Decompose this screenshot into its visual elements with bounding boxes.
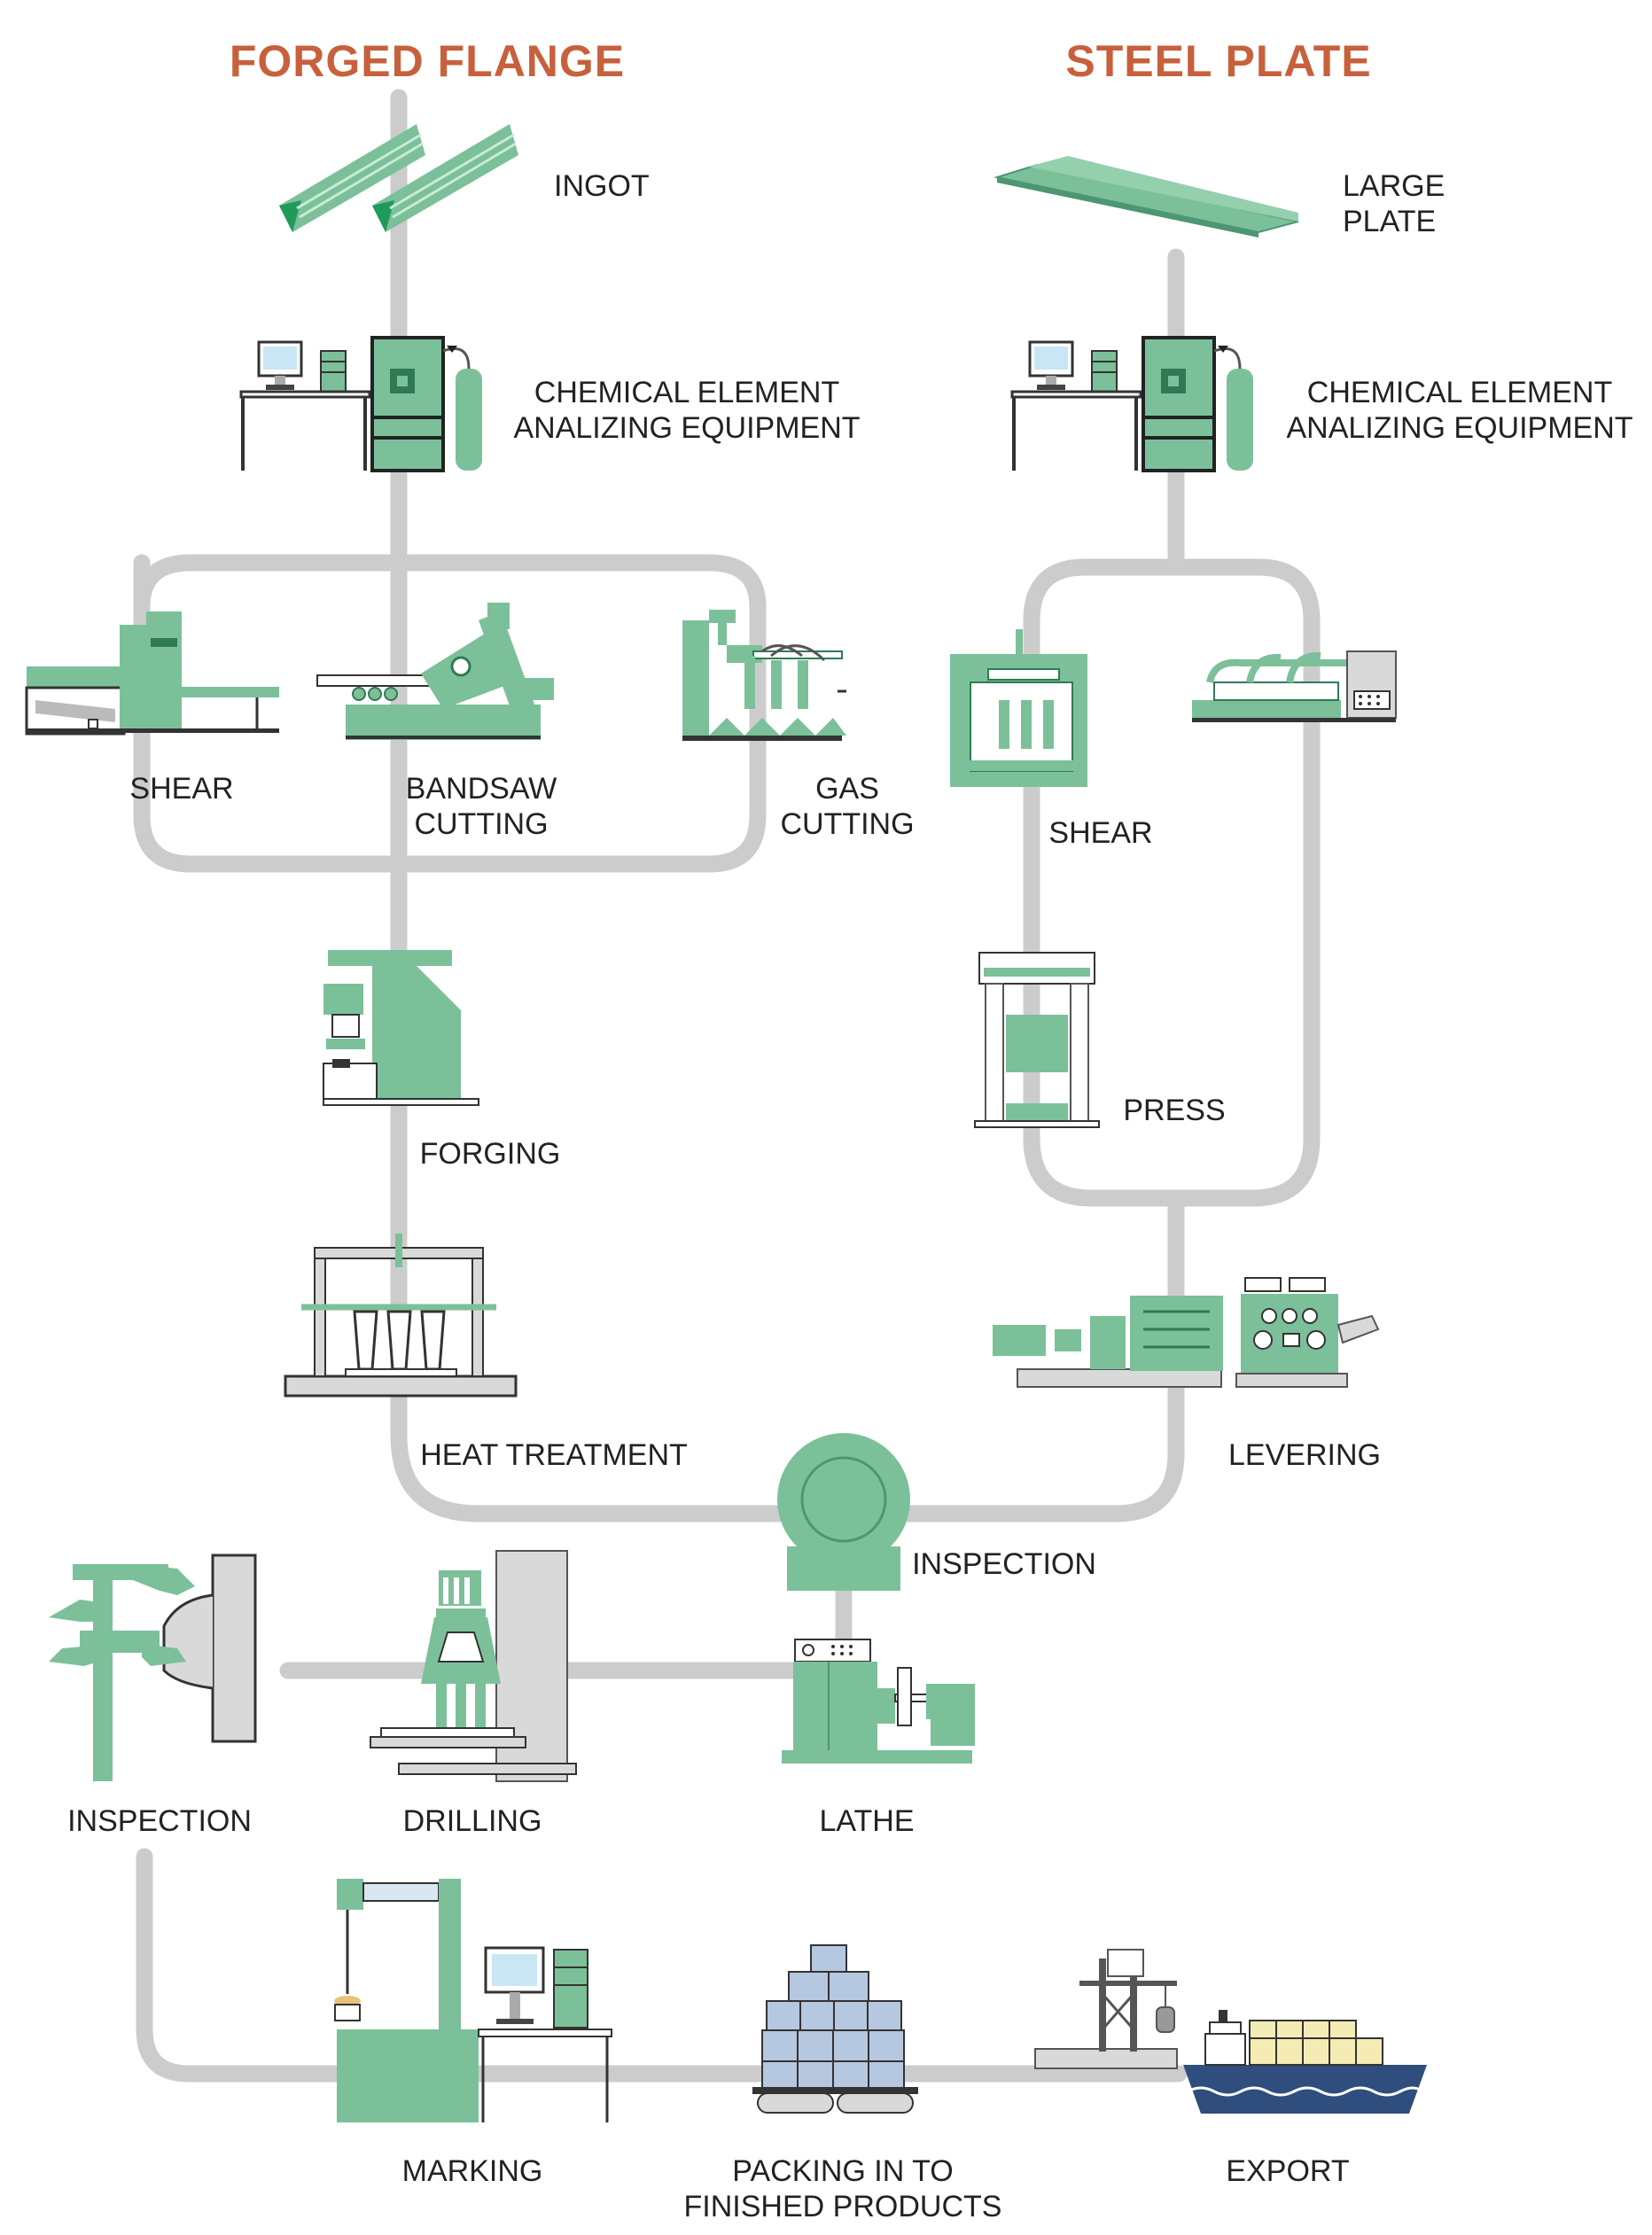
cargo-ship-icon (1183, 2010, 1427, 2114)
caliper-inspection-icon (49, 1554, 257, 1781)
chemical-analyzer-icon (239, 336, 484, 472)
forged-flange-title: FORGED FLANGE (229, 36, 626, 86)
large-plate-label: LARGE PLATE (1343, 168, 1445, 239)
heat-treatment-furnace-icon (284, 1234, 518, 1398)
large-plate-label-line1: LARGE (1343, 169, 1446, 203)
bandsaw-label: BANDSAW CUTTING (406, 771, 557, 842)
shear-machine-icon (25, 611, 279, 736)
heat-treatment-label: HEAT TREATMENT (420, 1438, 688, 1472)
bandsaw-line2: CUTTING (414, 807, 549, 841)
plate-cutter-icon (1192, 650, 1397, 722)
forging-press-icon (323, 950, 479, 1106)
export-label: EXPORT (1226, 2154, 1350, 2188)
cutting-loop (133, 554, 767, 873)
gas-line1: GAS (815, 772, 879, 806)
inspection-left-label: INSPECTION (67, 1804, 252, 1838)
bandsaw-line1: BANDSAW (405, 772, 557, 806)
steel-plate-title: STEEL PLATE (1065, 36, 1372, 86)
marking-label: MARKING (401, 2154, 543, 2188)
ingot-label: INGOT (554, 169, 650, 203)
plate-loop (1023, 558, 1321, 1207)
chem-right-line1: CHEMICAL ELEMENT (1306, 376, 1613, 409)
chem-analyzer-left-label: CHEMICAL ELEMENT ANALIZING EQUIPMENT (513, 375, 860, 446)
levering-label: LEVERING (1228, 1438, 1381, 1472)
drilling-label: DRILLING (402, 1804, 542, 1838)
plate-shear-icon (950, 629, 1087, 787)
packing-line (136, 1848, 1188, 2083)
large-plate-icon (994, 156, 1299, 238)
packing-line1: PACKING IN TO (732, 2154, 954, 2188)
inspection-center-label: INSPECTION (912, 1547, 1096, 1581)
lathe-icon (782, 1639, 975, 1764)
drilling-machine-icon (370, 1550, 577, 1782)
lathe-label: LATHE (819, 1804, 915, 1838)
packing-crates-icon (752, 1944, 918, 2114)
levering-machine-icon (993, 1277, 1380, 1388)
gas-line2: CUTTING (780, 807, 915, 841)
inspection-disc-icon (777, 1433, 910, 1591)
flange-bottom-curve (390, 1427, 789, 1522)
marking-machine-icon (334, 1879, 612, 2122)
shear-left-label: SHEAR (129, 772, 234, 806)
press-label: PRESS (1123, 1094, 1226, 1127)
forging-label: FORGING (419, 1137, 561, 1171)
shear-right-label: SHEAR (1048, 816, 1153, 850)
packing-label: PACKING IN TO FINISHED PRODUCTS (684, 2153, 1002, 2224)
chem-left-line2: ANALIZING EQUIPMENT (513, 411, 861, 445)
plate-bottom-curve (895, 1445, 1185, 1522)
bandsaw-icon (316, 603, 554, 740)
crane-icon (1034, 1949, 1178, 2069)
ingot-icon (279, 124, 518, 232)
large-plate-label-line2: PLATE (1343, 205, 1437, 238)
packing-line2: FINISHED PRODUCTS (683, 2190, 1002, 2223)
chemical-analyzer-icon (1010, 336, 1255, 472)
chem-analyzer-right-label: CHEMICAL ELEMENT ANALIZING EQUIPMENT (1286, 375, 1633, 446)
gas-cutting-label: GAS CUTTING (780, 771, 914, 842)
hydraulic-press-icon (974, 952, 1100, 1128)
gas-cutting-icon (682, 610, 846, 741)
chem-right-line2: ANALIZING EQUIPMENT (1286, 411, 1633, 445)
chem-left-line1: CHEMICAL ELEMENT (534, 376, 840, 409)
